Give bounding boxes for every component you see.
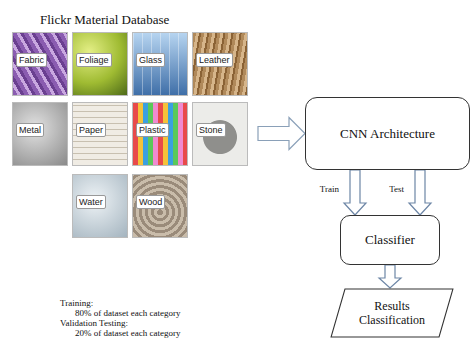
material-tile: Wood	[132, 174, 188, 238]
material-label: Stone	[196, 123, 226, 137]
material-label: Glass	[136, 53, 165, 67]
material-label: Metal	[16, 123, 44, 137]
material-label: Leather	[196, 53, 233, 67]
dataset-note: 80% of dataset each category	[75, 308, 180, 319]
arrow-label: Test	[388, 184, 405, 194]
box-text: Results Classification	[330, 299, 454, 327]
output-parallelogram: Results Classification	[330, 288, 454, 338]
block-arrow	[409, 170, 431, 215]
material-label: Water	[76, 195, 106, 209]
material-tile: Leather	[192, 32, 248, 96]
material-label: Wood	[136, 195, 165, 209]
material-tile: Foliage	[72, 32, 128, 96]
block-arrow	[379, 265, 401, 288]
material-label: Foliage	[76, 53, 112, 67]
material-tile: Fabric	[12, 32, 68, 96]
dataset-note: 20% of dataset each category	[75, 328, 180, 339]
arrow-label: Train	[319, 184, 340, 194]
material-label: Plastic	[136, 123, 169, 137]
group-heading: Flickr Material Database	[40, 12, 169, 28]
box-text: CNN Architecture	[334, 126, 441, 142]
material-tile: Stone	[192, 102, 248, 166]
process-box: CNN Architecture	[305, 97, 470, 170]
material-tile: Metal	[12, 102, 68, 166]
material-tile: Glass	[132, 32, 188, 96]
block-arrow	[344, 170, 366, 215]
block-arrow	[258, 118, 305, 150]
dataset-note: Training:	[60, 298, 93, 309]
dataset-note: Validation Testing:	[60, 318, 128, 329]
process-box: Classifier	[340, 215, 440, 265]
box-text: Classifier	[359, 232, 421, 248]
material-tile: Paper	[72, 102, 128, 166]
material-label: Paper	[76, 123, 106, 137]
image-group: Flickr Material DatabaseFabric Foliage Gla…	[8, 12, 258, 250]
material-tile: Water	[72, 174, 128, 238]
material-tile: Plastic	[132, 102, 188, 166]
material-label: Fabric	[16, 53, 47, 67]
